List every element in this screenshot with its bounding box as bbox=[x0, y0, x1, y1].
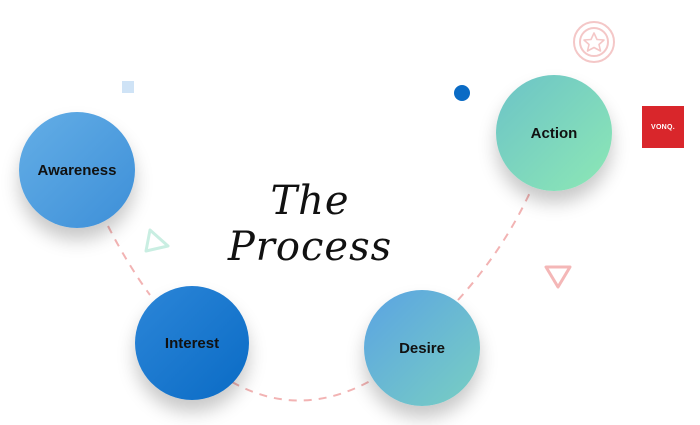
stage-awareness: Awareness bbox=[19, 112, 135, 228]
triangle-outline-mint-icon bbox=[144, 228, 170, 253]
stage-desire-label: Desire bbox=[399, 339, 445, 357]
connector-desire-action bbox=[457, 187, 533, 301]
stage-interest-label: Interest bbox=[164, 334, 220, 352]
stage-interest: Interest bbox=[135, 286, 249, 400]
vonq-logo: VONQ. bbox=[642, 106, 684, 148]
star-badge-icon bbox=[573, 21, 615, 63]
stage-action-label: Action bbox=[530, 124, 578, 142]
diagram-title: The Process bbox=[227, 178, 393, 270]
connector-awareness-interest bbox=[107, 225, 151, 296]
square-decoration bbox=[122, 81, 134, 93]
triangle-outline-pink-icon bbox=[544, 265, 572, 289]
blue-dot bbox=[454, 85, 470, 101]
connector-interest-desire bbox=[231, 379, 373, 402]
stage-desire: Desire bbox=[364, 290, 480, 406]
stage-action: Action bbox=[496, 75, 612, 191]
stage-awareness-label: Awareness bbox=[37, 161, 117, 179]
vonq-logo-text: VONQ. bbox=[650, 123, 676, 131]
